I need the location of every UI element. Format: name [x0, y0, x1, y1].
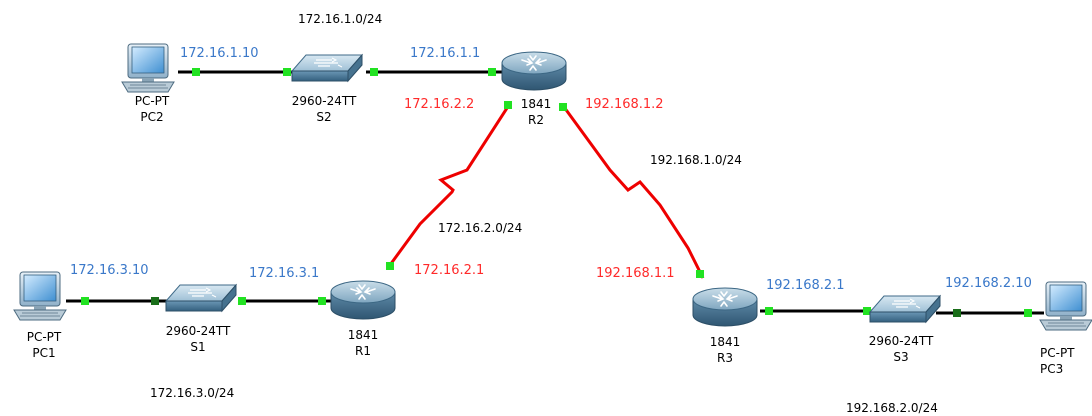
- ip-label: 172.16.3.10: [70, 263, 149, 278]
- pc-icon[interactable]: [13, 271, 67, 321]
- ip-label: 192.168.1.1: [596, 266, 675, 281]
- device-label-pc3: PC-PT PC3: [1040, 345, 1092, 377]
- device-name: S1: [190, 340, 206, 354]
- device-name: R2: [528, 113, 544, 127]
- port-r2-s-r1: [504, 101, 512, 109]
- port-r1-lan: [318, 297, 326, 305]
- device-label-r1: 1841 R1: [343, 327, 383, 359]
- network-label: 172.16.3.0/24: [150, 386, 235, 400]
- port-r1-s: [386, 262, 394, 270]
- port-s3-right: [953, 309, 961, 317]
- device-label-r2: 1841 R2: [516, 96, 556, 128]
- device-model: 1841: [709, 335, 741, 349]
- serial-link-r2-r1: [388, 104, 511, 266]
- device-label-r3: 1841 R3: [705, 334, 745, 366]
- pc-icon[interactable]: [1039, 281, 1092, 331]
- device-name: PC3: [1040, 362, 1064, 376]
- device-name: PC2: [140, 110, 164, 124]
- router-icon[interactable]: [330, 280, 396, 320]
- port-pc2: [192, 68, 200, 76]
- device-label-pc2: PC-PT PC2: [126, 93, 178, 125]
- device-model: PC-PT: [134, 94, 170, 108]
- switch-icon[interactable]: [869, 295, 941, 323]
- ip-label: 192.168.1.2: [585, 97, 664, 112]
- network-label: 192.168.2.0/24: [846, 401, 938, 415]
- device-label-s1: 2960-24TT S1: [157, 323, 239, 355]
- device-model: PC-PT: [26, 330, 62, 344]
- device-label-s2: 2960-24TT S2: [283, 93, 365, 125]
- port-pc3: [1024, 309, 1032, 317]
- port-s3-left: [863, 307, 871, 315]
- port-s2-left: [283, 68, 291, 76]
- router-icon[interactable]: [501, 51, 567, 91]
- device-name: S2: [316, 110, 332, 124]
- device-model: 2960-24TT: [291, 94, 357, 108]
- device-model: PC-PT: [1040, 346, 1075, 360]
- device-name: R3: [717, 351, 733, 365]
- ip-label: 172.16.1.1: [410, 46, 481, 61]
- network-label: 192.168.1.0/24: [650, 153, 742, 167]
- pc-icon[interactable]: [121, 43, 175, 93]
- device-label-s3: 2960-24TT S3: [860, 333, 942, 365]
- ip-label: 172.16.3.1: [249, 266, 320, 281]
- device-model: 2960-24TT: [868, 334, 934, 348]
- switch-icon[interactable]: [291, 54, 363, 82]
- port-s1-left: [151, 297, 159, 305]
- device-name: R1: [355, 344, 371, 358]
- device-model: 1841: [520, 97, 552, 111]
- port-r2-lan: [488, 68, 496, 76]
- ip-label: 192.168.2.10: [945, 276, 1032, 291]
- ip-label: 172.16.1.10: [180, 46, 259, 61]
- port-s2-right: [370, 68, 378, 76]
- serial-link-r2-r3: [562, 106, 705, 279]
- device-name: PC1: [32, 346, 56, 360]
- port-r3-s: [696, 270, 704, 278]
- device-label-pc1: PC-PT PC1: [18, 329, 70, 361]
- router-icon[interactable]: [692, 287, 758, 327]
- device-name: S3: [893, 350, 909, 364]
- port-pc1: [81, 297, 89, 305]
- ip-label: 172.16.2.1: [414, 263, 485, 278]
- network-label: 172.16.1.0/24: [298, 12, 383, 26]
- switch-icon[interactable]: [165, 284, 237, 312]
- port-r2-s-r3: [559, 103, 567, 111]
- port-r3-lan: [765, 307, 773, 315]
- port-s1-right: [238, 297, 246, 305]
- device-model: 1841: [347, 328, 379, 342]
- network-label: 172.16.2.0/24: [438, 221, 523, 235]
- device-model: 2960-24TT: [165, 324, 231, 338]
- ip-label: 192.168.2.1: [766, 278, 845, 293]
- ip-label: 172.16.2.2: [404, 97, 475, 112]
